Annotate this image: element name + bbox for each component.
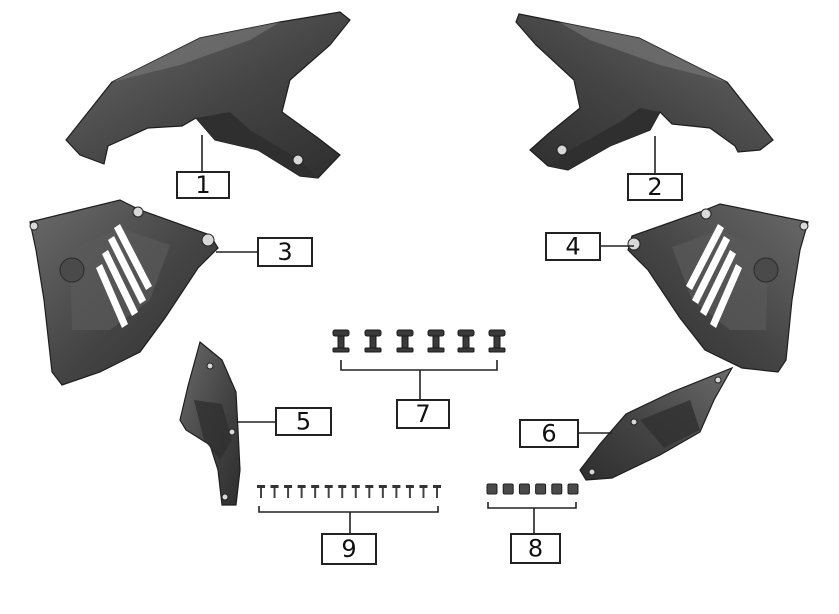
bolt-icon	[396, 329, 414, 353]
clip-nut-icon	[535, 483, 547, 495]
callout-1: 1	[176, 171, 230, 199]
part-9-screws	[257, 485, 441, 498]
screw-icon	[378, 485, 387, 498]
callout-8: 8	[510, 533, 561, 564]
callout-3: 3	[257, 237, 313, 267]
clip-nut-icon	[502, 483, 514, 495]
callout-label-5: 5	[296, 408, 311, 436]
leader-lines	[201, 135, 656, 534]
screw-icon	[351, 485, 360, 498]
callout-4: 4	[545, 232, 601, 261]
clip-nut-icon	[567, 483, 579, 495]
leader-line-7	[340, 360, 498, 400]
callout-5: 5	[275, 407, 332, 436]
callout-2: 2	[627, 173, 683, 201]
callout-6: 6	[519, 419, 579, 448]
clip-nut-icon	[518, 483, 530, 495]
screw-icon	[270, 485, 279, 498]
screw-icon	[392, 485, 401, 498]
bolt-icon	[364, 329, 382, 353]
callout-7: 7	[396, 399, 450, 429]
callout-label-8: 8	[528, 535, 543, 563]
part-2-upper-right-fairing	[515, 13, 774, 171]
screw-icon	[324, 485, 333, 498]
screw-icon	[338, 485, 347, 498]
screw-icon	[257, 485, 265, 498]
bolt-icon	[332, 329, 350, 353]
bolt-icon	[488, 329, 506, 353]
clip-nut-icon	[486, 483, 498, 495]
clip-nut-icon	[551, 483, 563, 495]
screw-icon	[365, 485, 374, 498]
screw-icon	[284, 485, 293, 498]
callout-9: 9	[321, 533, 377, 565]
part-5-left-inner-cover	[179, 340, 241, 506]
screw-icon	[297, 485, 306, 498]
callout-label-9: 9	[341, 535, 356, 563]
bolt-icon	[457, 329, 475, 353]
leader-line-8	[487, 502, 577, 534]
bolt-icon	[427, 329, 445, 353]
callout-label-3: 3	[277, 238, 292, 266]
part-6-right-inner-cover	[579, 366, 734, 481]
screw-icon	[419, 485, 428, 498]
part-3-left-side-panel	[29, 199, 219, 386]
part-8-clip-nuts	[486, 483, 579, 495]
callout-label-2: 2	[647, 173, 662, 201]
screw-icon	[405, 485, 414, 498]
callout-label-7: 7	[415, 400, 430, 428]
screw-icon	[311, 485, 320, 498]
part-1-upper-left-fairing	[65, 11, 351, 179]
callout-label-6: 6	[541, 420, 556, 448]
part-4-right-side-panel	[627, 203, 809, 373]
callout-label-4: 4	[565, 233, 580, 261]
screw-icon	[433, 485, 441, 498]
leader-line-9	[258, 506, 439, 534]
part-7-bolts	[332, 329, 506, 353]
callout-label-1: 1	[195, 171, 210, 199]
